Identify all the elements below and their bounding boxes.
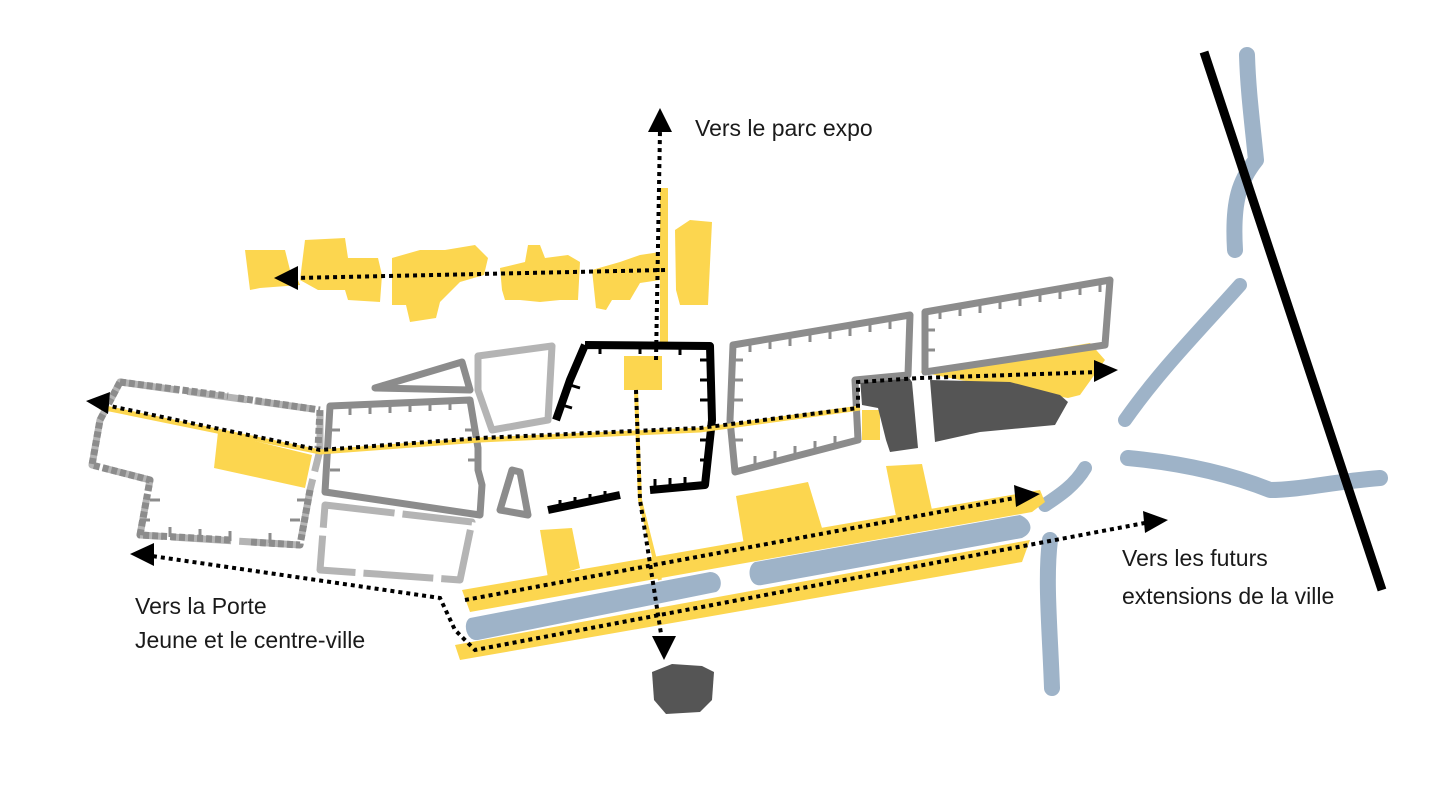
- basin-west: [465, 572, 721, 641]
- block-triangle: [371, 358, 474, 394]
- route-main-axis: [104, 370, 1101, 453]
- canal-basins: [465, 515, 1031, 641]
- north-square-3: [392, 245, 488, 322]
- block-light-south: [316, 501, 476, 584]
- block-small-triangle: [496, 466, 532, 519]
- canal-diagonal-branch: [1118, 278, 1247, 427]
- north-square-6: [675, 220, 712, 305]
- route-north-west: [294, 268, 666, 280]
- ticks-west: [140, 498, 307, 543]
- arrow-west: [86, 392, 110, 414]
- block-light-center: [474, 342, 556, 434]
- arrow-east-north: [1094, 360, 1118, 382]
- canal-network: [1038, 47, 1388, 696]
- north-square-4: [500, 245, 580, 302]
- east-triangle: [920, 343, 1105, 398]
- plaza-1: [540, 528, 580, 578]
- basin-east: [749, 515, 1031, 586]
- north-south-yellow: [634, 389, 662, 581]
- arrow-north: [648, 108, 672, 132]
- ticks-west-2: [330, 400, 478, 472]
- ticks-central: [558, 344, 710, 510]
- label-futurs-line2: extensions de la ville: [1122, 583, 1335, 609]
- west-square: [214, 432, 312, 488]
- ticks-east-1: [733, 319, 892, 466]
- dark-buildings: [652, 372, 1068, 714]
- arrow-south-west: [130, 543, 154, 566]
- plaza-2: [736, 482, 822, 545]
- route-north: [654, 129, 662, 361]
- label-parc-expo: Vers le parc expo: [695, 115, 873, 141]
- label-futurs-line1: Vers les futurs: [1122, 545, 1268, 571]
- arrow-waterfront: [1014, 485, 1040, 507]
- canal-east-branch: [1120, 450, 1388, 498]
- ticks-east-2: [925, 282, 1102, 352]
- building-east-2: [930, 380, 1068, 442]
- railway-line: [1199, 50, 1387, 592]
- north-vertical-strip: [660, 188, 668, 348]
- arrow-south: [652, 636, 676, 660]
- canal-upper-branch: [1226, 47, 1264, 258]
- block-west-2: [321, 396, 486, 519]
- arrow-east-south: [1143, 511, 1168, 533]
- block-east-2: [921, 276, 1114, 376]
- building-south: [652, 664, 714, 714]
- pedestrian-routes: [104, 129, 1151, 653]
- frontage-ticks: [140, 282, 1102, 543]
- east-small-square: [862, 410, 880, 440]
- arrow-heads: [86, 108, 1168, 660]
- main-axis-yellow: [99, 404, 861, 455]
- central-ticks: [558, 344, 710, 510]
- canal-junction: [1038, 461, 1092, 512]
- arrow-north-west: [274, 266, 298, 290]
- building-east-1: [860, 372, 918, 452]
- label-porte-line2: Jeune et le centre-ville: [135, 627, 366, 653]
- central-square: [624, 356, 662, 390]
- label-porte-line1: Vers la Porte: [135, 593, 267, 619]
- block-west: [88, 378, 324, 549]
- north-square-2: [300, 238, 382, 302]
- canal-south-branch: [1039, 532, 1060, 696]
- plaza-3: [886, 464, 932, 516]
- route-waterfront: [464, 495, 1021, 602]
- north-square-5: [592, 252, 660, 310]
